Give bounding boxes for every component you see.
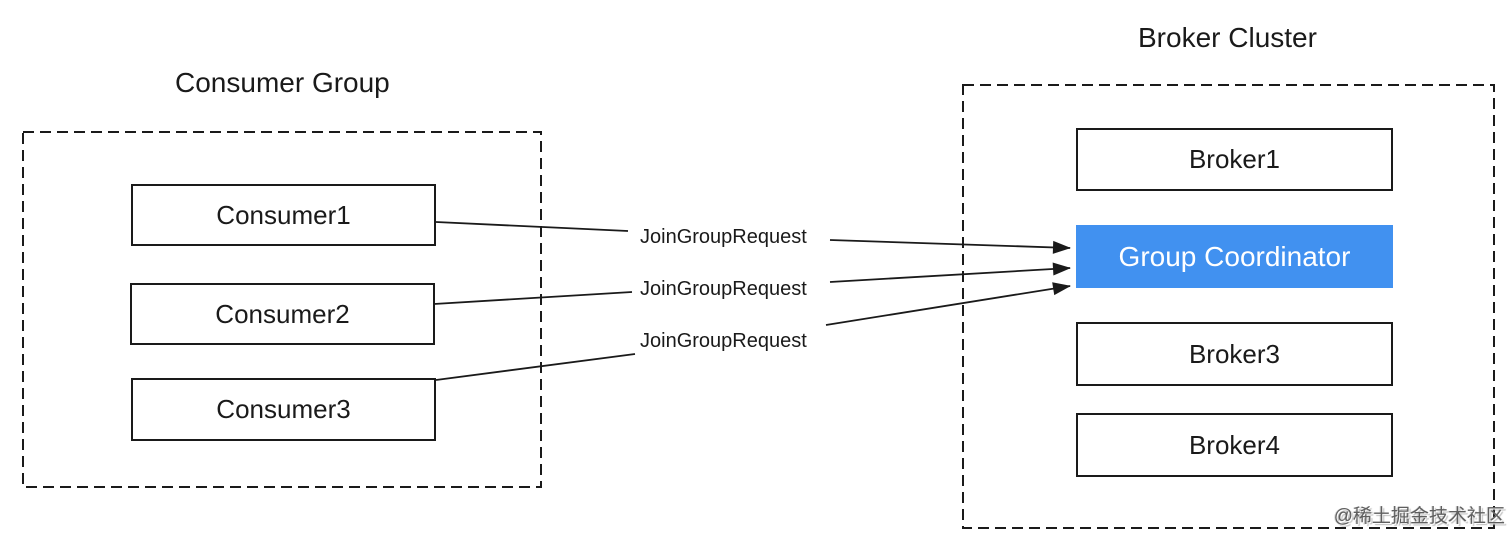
node-label: Broker4 bbox=[1188, 429, 1281, 460]
broker-cluster-title: Broker Cluster bbox=[1138, 22, 1317, 53]
broker1-node: Broker1 bbox=[1076, 128, 1393, 191]
line-consumer2-to-request-label bbox=[433, 291, 633, 305]
consumer3-node: Consumer3 bbox=[131, 378, 436, 441]
broker-cluster-frame bbox=[962, 84, 1495, 529]
arrow-request2-to-coordinator bbox=[829, 262, 1071, 283]
node-label: Consumer2 bbox=[215, 298, 350, 329]
arrow-request1-to-coordinator bbox=[829, 239, 1071, 254]
node-label: Broker3 bbox=[1188, 338, 1281, 369]
consumer2-node: Consumer2 bbox=[130, 283, 435, 345]
group-coordinator-node: Group Coordinator bbox=[1076, 225, 1393, 288]
consumer1-node: Consumer1 bbox=[131, 184, 436, 246]
node-label: Consumer3 bbox=[216, 394, 351, 424]
line-consumer3-to-request-label bbox=[435, 353, 636, 381]
join-group-request-label-1: JoinGroupRequest bbox=[638, 226, 809, 248]
line-consumer1-to-request-label bbox=[435, 221, 629, 232]
join-group-request-label-3: JoinGroupRequest bbox=[638, 330, 809, 352]
join-group-request-label-2: JoinGroupRequest bbox=[638, 278, 809, 300]
node-label: Broker1 bbox=[1188, 144, 1281, 174]
consumer-group-title: Consumer Group bbox=[175, 67, 390, 98]
broker4-node: Broker4 bbox=[1076, 413, 1393, 477]
broker3-node: Broker3 bbox=[1076, 322, 1393, 386]
watermark: @稀土掘金技术社区 bbox=[1333, 506, 1505, 527]
consumer-group-frame bbox=[22, 131, 542, 488]
node-label: Consumer1 bbox=[216, 199, 351, 230]
node-label: Group Coordinator bbox=[1118, 240, 1351, 272]
arrow-request3-to-coordinator bbox=[825, 282, 1071, 326]
